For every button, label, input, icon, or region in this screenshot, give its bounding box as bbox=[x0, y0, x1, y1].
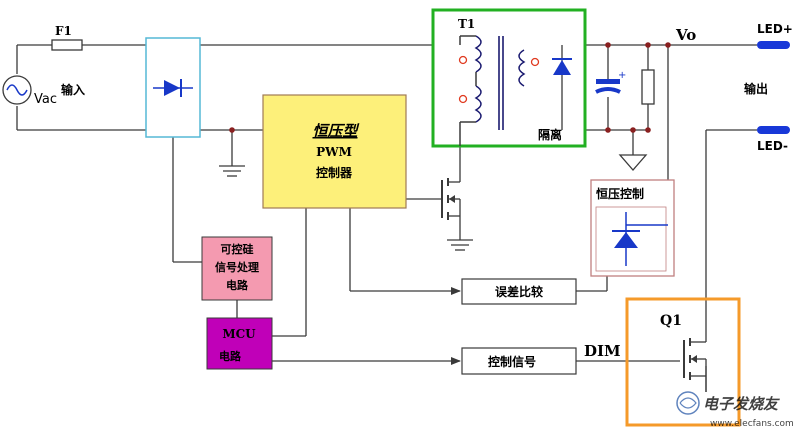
output-voltage-label: Vo bbox=[675, 26, 696, 44]
pwm-type-label: 恒压型 bbox=[312, 122, 359, 140]
mosfet-ground-icon bbox=[447, 239, 473, 251]
led-plus-label: LED+ bbox=[757, 22, 793, 36]
output-ground-icon bbox=[618, 154, 648, 171]
transformer-box bbox=[431, 8, 587, 148]
ground-icon bbox=[219, 165, 245, 177]
cv-inner-box bbox=[595, 206, 667, 272]
watermark-text: 电子发烧友 bbox=[703, 395, 780, 413]
scr-label-line1: 可控硅 bbox=[221, 242, 254, 256]
isolation-label: 隔离 bbox=[538, 127, 562, 142]
control-signal-label: 控制信号 bbox=[488, 354, 536, 369]
coil-dots bbox=[458, 55, 540, 104]
junction-dots bbox=[229, 42, 671, 133]
fuse-label: F1 bbox=[55, 24, 72, 38]
pwm-label: PWM bbox=[316, 145, 352, 159]
q1-label: Q1 bbox=[660, 313, 682, 329]
fuse-icon bbox=[51, 39, 83, 51]
cv-control-label: 恒压控制 bbox=[596, 186, 644, 201]
watermark-logo-icon bbox=[676, 391, 700, 415]
led-plus-terminal bbox=[757, 41, 790, 49]
pwm-controller-label: 控制器 bbox=[316, 165, 353, 180]
output-label: 输出 bbox=[744, 81, 768, 96]
output-diode-icon bbox=[552, 45, 572, 130]
scr-label-line2: 信号处理 bbox=[215, 260, 259, 274]
cv-control-box bbox=[590, 179, 675, 277]
q1-box bbox=[625, 297, 741, 427]
scr-signal-box bbox=[201, 236, 273, 301]
q1-mosfet-icon bbox=[683, 336, 707, 392]
mcu-label-line1: MCU bbox=[222, 327, 256, 341]
transformer-label: T1 bbox=[458, 17, 475, 31]
input-label: 输入 bbox=[61, 82, 85, 97]
output-capacitor-icon: + bbox=[595, 70, 626, 94]
dim-label: DIM bbox=[584, 342, 621, 360]
zener-diode-icon bbox=[612, 212, 668, 266]
error-amp-box bbox=[461, 278, 577, 305]
mcu-label-line2: 电路 bbox=[219, 349, 242, 363]
ac-source-icon bbox=[2, 75, 32, 105]
mcu-box bbox=[206, 317, 273, 370]
diode-icon bbox=[153, 79, 193, 97]
watermark-url: www.elecfans.com bbox=[710, 419, 794, 429]
control-signal-box bbox=[461, 347, 577, 375]
pwm-controller-box bbox=[262, 94, 407, 209]
wires bbox=[16, 44, 757, 392]
led-minus-terminal bbox=[757, 126, 790, 134]
scr-label-line3: 电路 bbox=[226, 278, 249, 292]
error-amp-label: 误差比较 bbox=[495, 284, 543, 299]
svg-text:+: + bbox=[618, 70, 626, 81]
mosfet-icon bbox=[441, 178, 461, 220]
source-label: Vac bbox=[34, 92, 57, 107]
led-minus-label: LED- bbox=[757, 139, 788, 153]
output-resistor-icon bbox=[641, 69, 655, 105]
transformer-coil-icon bbox=[459, 35, 526, 146]
